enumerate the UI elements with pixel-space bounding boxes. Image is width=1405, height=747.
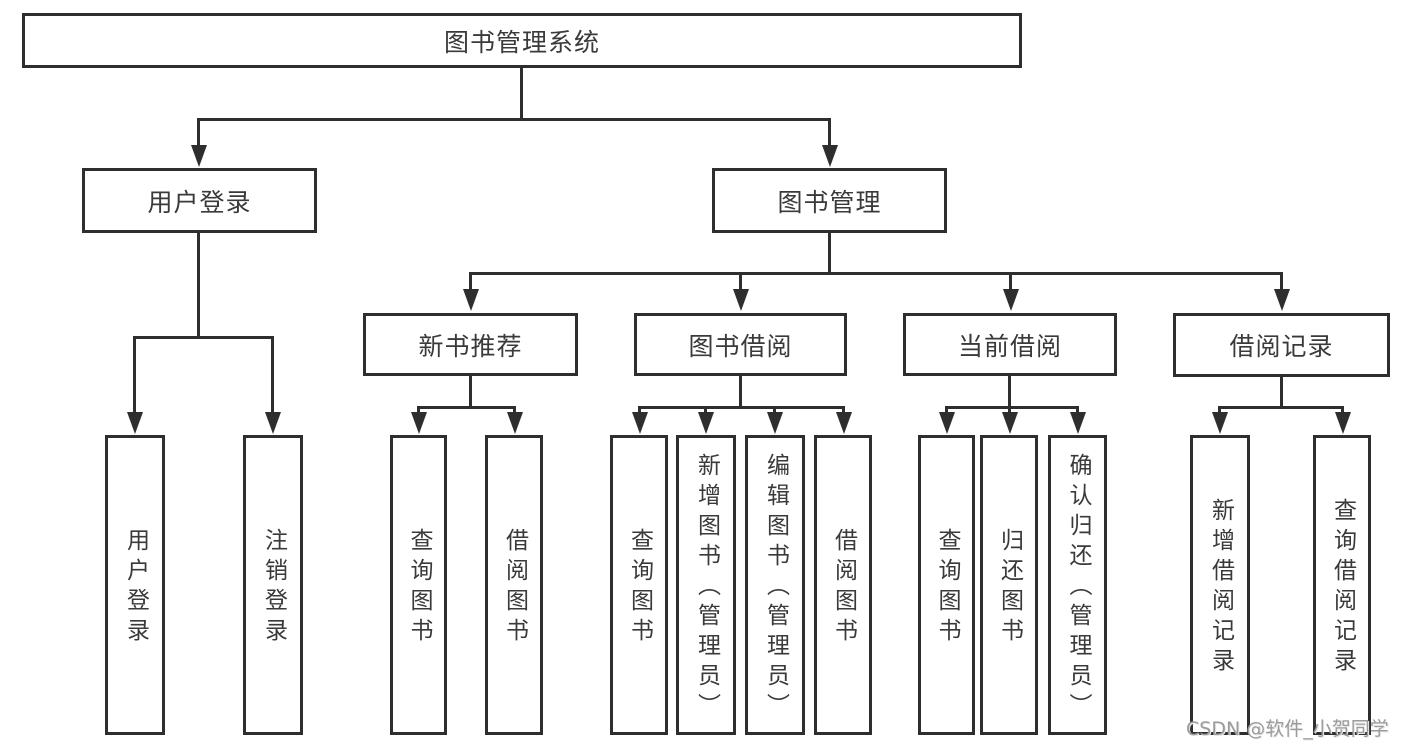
arrowhead-down [1335,412,1351,434]
leaf-user-login: 用户登录 [105,435,165,735]
leaf-newbook-query-label: 查询图书 [406,528,432,648]
node-user-login-label: 用户登录 [147,187,252,217]
leaf-logout-label: 注销登录 [260,528,287,648]
leaf-newbook-borrow-label: 借阅图书 [501,528,528,648]
connector-line [469,376,472,406]
arrowhead-down [939,412,955,434]
connector-line [638,406,641,416]
connector-line [1008,406,1011,416]
leaf-user-login-label: 用户登录 [122,528,149,648]
arrowhead-down [698,412,714,434]
connector-line [1218,406,1344,409]
connector-line [1341,406,1344,416]
connector-line [1280,377,1283,406]
arrowhead-down [1002,412,1018,434]
arrowhead-down [265,412,281,434]
leaf-current-return-label: 归还图书 [996,528,1023,648]
node-root: 图书管理系统 [22,13,1022,68]
connector-line [133,336,274,339]
arrowhead-down [507,412,523,434]
connector-line [638,406,845,409]
connector-line [1009,272,1012,292]
connector-line [520,68,523,118]
connector-line [1008,376,1011,406]
leaf-newbook-borrow: 借阅图书 [485,435,543,735]
connector-line [469,272,1283,275]
leaf-record-query-label: 查询借阅记录 [1329,498,1356,678]
node-new-book-recommend-label: 新书推荐 [418,331,523,361]
connector-line [197,118,200,148]
connector-line [842,406,845,416]
connector-line [828,233,831,272]
node-root-label: 图书管理系统 [443,27,600,57]
arrowhead-down [822,145,838,167]
leaf-borrow-edit-admin: 编辑图书（管理员） [745,435,805,735]
connector-line [945,406,948,416]
connector-line [1280,272,1283,292]
node-current-borrow: 当前借阅 [903,313,1117,376]
node-new-book-recommend: 新书推荐 [363,313,578,376]
csdn-watermark: CSDN @软件_小贺同学 [1186,718,1389,740]
connector-line [417,406,516,409]
connector-line [739,272,742,292]
connector-line [1076,406,1079,416]
leaf-record-add: 新增借阅记录 [1190,435,1250,735]
arrowhead-down [1212,412,1228,434]
connector-line [197,233,200,336]
node-current-borrow-label: 当前借阅 [957,331,1062,361]
leaf-borrow-book: 借阅图书 [814,435,872,735]
leaf-record-query: 查询借阅记录 [1313,435,1371,735]
connector-line [133,336,136,414]
leaf-borrow-add-admin-label: 新增图书（管理员） [693,453,720,723]
arrowhead-down [1003,289,1019,311]
connector-line [197,118,831,121]
leaf-current-confirm-admin: 确认归还（管理员） [1048,435,1107,735]
connector-line [469,272,472,292]
leaf-current-confirm-admin-label: 确认归还（管理员） [1065,453,1091,723]
connector-line [773,406,776,416]
node-user-login: 用户登录 [82,168,317,233]
leaf-borrow-query-label: 查询图书 [626,528,653,648]
leaf-current-query: 查询图书 [918,435,975,735]
leaf-logout: 注销登录 [243,435,303,735]
connector-line [704,406,707,416]
leaf-borrow-query: 查询图书 [610,435,668,735]
arrowhead-down [191,145,207,167]
leaf-borrow-edit-admin-label: 编辑图书（管理员） [762,453,789,723]
leaf-current-return: 归还图书 [980,435,1038,735]
leaf-borrow-add-admin: 新增图书（管理员） [676,435,736,735]
connector-line [945,406,1079,409]
arrowhead-down [1070,412,1086,434]
arrowhead-down [767,412,783,434]
arrowhead-down [632,412,648,434]
arrowhead-down [127,412,143,434]
leaf-borrow-book-label: 借阅图书 [830,528,857,648]
node-borrow-records-label: 借阅记录 [1229,332,1334,361]
arrowhead-down [1274,289,1290,311]
connector-line [417,406,420,416]
connector-line [739,376,742,406]
leaf-record-add-label: 新增借阅记录 [1207,498,1234,678]
leaf-current-query-label: 查询图书 [934,528,960,648]
connector-line [271,336,274,414]
node-book-management: 图书管理 [712,168,947,233]
leaf-newbook-query: 查询图书 [390,435,447,735]
arrowhead-down [733,289,749,311]
arrowhead-down [411,412,427,434]
arrowhead-down [463,289,479,311]
connector-line [828,118,831,148]
connector-line [513,406,516,416]
node-book-management-label: 图书管理 [777,187,882,217]
arrowhead-down [836,412,852,434]
node-book-borrow: 图书借阅 [634,313,847,376]
connector-line [1218,406,1221,416]
node-borrow-records: 借阅记录 [1173,313,1390,377]
node-book-borrow-label: 图书借阅 [688,331,793,361]
